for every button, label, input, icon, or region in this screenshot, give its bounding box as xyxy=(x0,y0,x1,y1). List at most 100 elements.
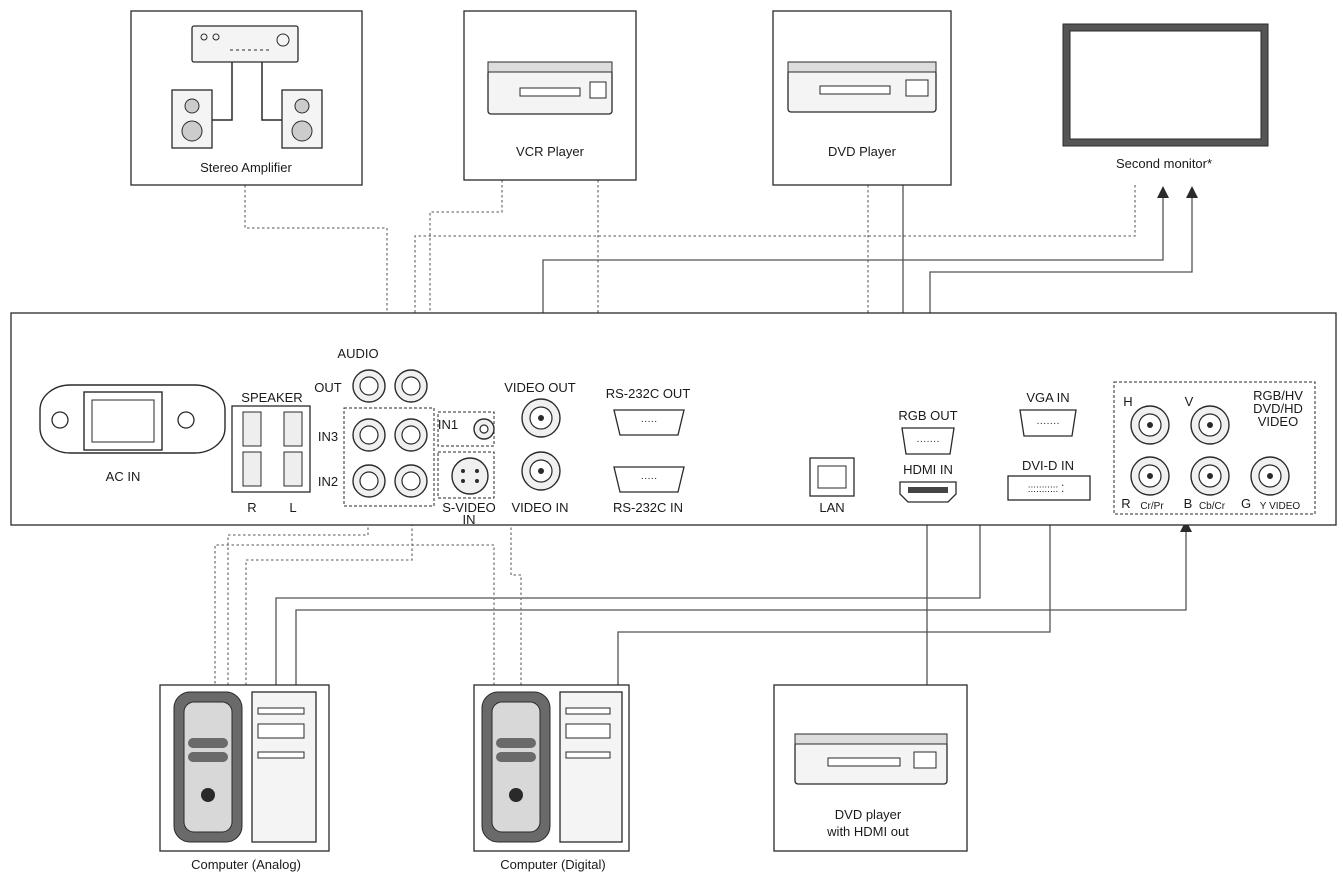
bnc-b-label: B xyxy=(1184,496,1193,511)
vcr-player-box: VCR Player xyxy=(463,10,637,181)
cable-digital-audio-left xyxy=(214,544,495,685)
rca-in2-right xyxy=(394,464,428,498)
audio-out-label: OUT xyxy=(314,380,342,395)
rca-in2-left xyxy=(352,464,386,498)
vga-in-connector: ······· xyxy=(1019,409,1077,437)
bnc-b xyxy=(1190,456,1230,496)
video-in-label: VIDEO IN xyxy=(511,500,568,515)
bnc-h-label: H xyxy=(1123,394,1132,409)
cable-monitor-audio xyxy=(414,185,1136,355)
svg-text:·····: ····· xyxy=(641,416,658,427)
speaker-r-label: R xyxy=(247,500,256,515)
lan-label: LAN xyxy=(819,500,844,515)
hdmi-in-connector xyxy=(899,481,957,503)
rgbout-hdmi-ports: RGB OUT ······· HDMI IN xyxy=(898,408,958,503)
audio-label: AUDIO xyxy=(337,346,378,361)
rs232c-out-label: RS-232C OUT xyxy=(606,386,691,401)
in1-label: IN1 xyxy=(438,417,458,432)
speaker-terminals: SPEAKER R L xyxy=(231,390,311,515)
rs232c-in-label: RS-232C IN xyxy=(613,500,683,515)
monitor-icon xyxy=(1062,23,1269,147)
rca-out-right xyxy=(394,369,428,403)
vcr-player-label: VCR Player xyxy=(516,144,585,159)
svideo-port xyxy=(451,457,489,495)
speaker-l-label: L xyxy=(289,500,296,515)
rs232c-in-connector: ····· xyxy=(613,466,685,493)
svideo-label-2: IN xyxy=(463,512,476,527)
arrow-bnc xyxy=(1180,520,1192,532)
dvid-in-label: DVI-D IN xyxy=(1022,458,1074,473)
bnc-cbcr-label: Cb/Cr xyxy=(1199,501,1226,512)
dvd-player-box: DVD Player xyxy=(772,10,952,186)
rgb-out-label: RGB OUT xyxy=(898,408,957,423)
second-monitor-label: Second monitor* xyxy=(1116,156,1212,171)
dvd-icon xyxy=(794,733,948,785)
bnc-yvideo-label: Y VIDEO xyxy=(1260,501,1301,512)
audio-ports: AUDIO OUT IN3 IN2 xyxy=(314,346,435,507)
audio-in2-label: IN2 xyxy=(318,474,338,489)
rgbhv-label-3: VIDEO xyxy=(1258,414,1298,429)
svg-text:·······: ······· xyxy=(916,436,939,447)
bnc-g xyxy=(1250,456,1290,496)
dvid-in-connector: ::::::::::: ⁚ xyxy=(1007,475,1091,501)
rca-out-left xyxy=(352,369,386,403)
video-ports: VIDEO OUT VIDEO IN xyxy=(504,380,576,515)
computer-tower-icon xyxy=(173,691,243,843)
dvd-hdmi-box: DVD player with HDMI out xyxy=(773,684,968,852)
cable-amplifier-audio xyxy=(244,185,388,355)
rgbhv-label-2: DVD/HD xyxy=(1253,401,1303,416)
dvd-player-label: DVD Player xyxy=(828,144,897,159)
computer-analog-label: Computer (Analog) xyxy=(191,857,301,872)
cable-vcr-audio xyxy=(429,180,503,430)
cable-analog-audio2 xyxy=(245,510,413,685)
svg-text:·····: ····· xyxy=(641,473,658,484)
bnc-h xyxy=(1130,405,1170,445)
svideo-label-1: S-VIDEO xyxy=(442,500,495,515)
cable-analog-rgbhv xyxy=(295,526,1187,685)
vcr-icon xyxy=(487,61,613,115)
svg-text:::::::::::: ⁚: ::::::::::: ⁚ xyxy=(1028,484,1065,495)
rgbhv-label-1: RGB/HV xyxy=(1253,388,1303,403)
bnc-video-out xyxy=(521,398,561,438)
cable-digital-dvi xyxy=(617,500,1051,685)
arrow-monitor-2 xyxy=(1186,186,1198,198)
rs232c-ports: RS-232C OUT ····· ····· RS-232C IN xyxy=(606,386,691,515)
speaker-label: SPEAKER xyxy=(241,390,302,405)
computer-case-icon xyxy=(559,691,623,843)
lan-port: LAN xyxy=(809,457,855,515)
vga-in-label: VGA IN xyxy=(1026,390,1069,405)
dvd-icon xyxy=(787,61,937,113)
ac-in-port: AC IN xyxy=(39,384,226,484)
stereo-amplifier-box: Stereo Amplifier xyxy=(130,10,363,186)
in1-svideo-ports: IN1 S-VIDEO IN xyxy=(437,411,496,527)
computer-digital-box: Computer (Digital) xyxy=(473,684,630,872)
computer-tower-icon xyxy=(481,691,551,843)
dvd-hdmi-label-1: DVD player xyxy=(835,807,902,822)
svg-text:·······: ······· xyxy=(1036,418,1059,429)
bnc-r xyxy=(1130,456,1170,496)
rca-in3-right xyxy=(394,418,428,452)
vga-dvi-ports: VGA IN ······· DVI-D IN ::::::::::: ⁚ xyxy=(1007,390,1091,501)
rca-in3-left xyxy=(352,418,386,452)
bnc-g-label: G xyxy=(1241,496,1251,511)
arrow-monitor-1 xyxy=(1157,186,1169,198)
second-monitor-box: Second monitor* xyxy=(1062,23,1269,171)
stereo-amplifier-label: Stereo Amplifier xyxy=(200,160,292,175)
dvd-hdmi-label-2: with HDMI out xyxy=(826,824,909,839)
speaker-right-icon xyxy=(281,89,323,149)
bnc-crpr-label: Cr/Pr xyxy=(1140,501,1164,512)
audio-in3-label: IN3 xyxy=(318,429,338,444)
rgbhv-bnc-block: H V RGB/HV DVD/HD VIDEO R Cr/Pr B Cb/Cr … xyxy=(1113,381,1316,515)
back-panel: AC IN SPEAKER R L AUDIO OUT IN3 IN2 xyxy=(10,312,1337,527)
cable-vcr-video xyxy=(582,180,599,469)
amplifier-icon xyxy=(191,25,299,63)
hdmi-in-label: HDMI IN xyxy=(903,462,953,477)
bnc-video-in xyxy=(521,451,561,491)
rgb-out-connector: ······· xyxy=(901,427,955,455)
video-out-label: VIDEO OUT xyxy=(504,380,576,395)
computer-case-icon xyxy=(251,691,317,843)
ac-in-label: AC IN xyxy=(106,469,141,484)
rs232c-out-connector: ····· xyxy=(613,409,685,436)
speaker-left-icon xyxy=(171,89,213,149)
